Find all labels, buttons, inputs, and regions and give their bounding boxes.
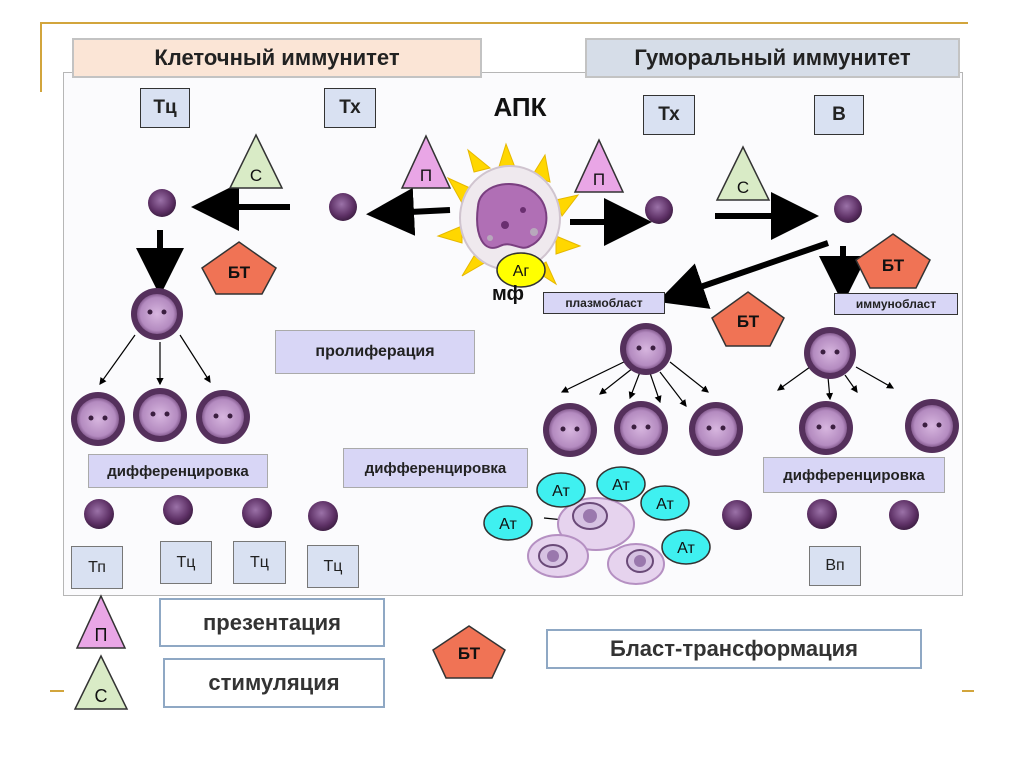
effector-cell	[689, 402, 743, 456]
endpoint-tc: Тц	[160, 541, 212, 584]
legend-blast-transformation: Бласт-трансформация	[546, 629, 922, 669]
small-cell	[148, 189, 176, 217]
effector-cell	[799, 401, 853, 455]
blast-pentagon	[711, 291, 785, 347]
antibody-label: Ат	[612, 477, 630, 494]
stimulation-label: С	[250, 166, 262, 185]
effector-cell	[133, 388, 187, 442]
apc-title: АПК	[493, 92, 547, 122]
blast-pentagon	[855, 233, 931, 289]
proliferation-box: пролиферация	[275, 330, 475, 374]
presentation-label: П	[593, 170, 605, 189]
antibody-ellipse	[596, 466, 646, 502]
presentation-triangles	[75, 134, 625, 649]
antibody-label: Ат	[552, 483, 570, 500]
stimulation-triangle	[73, 654, 129, 710]
stimulation-triangle	[228, 133, 284, 189]
small-cell	[163, 495, 193, 525]
blast-label: БТ	[737, 312, 760, 331]
presentation-label: П	[420, 166, 432, 185]
small-cell	[834, 195, 862, 223]
stimulation-triangles	[73, 133, 771, 710]
header-humoral-immunity: Гуморальный иммунитет	[585, 38, 960, 78]
antibody-ellipse	[640, 485, 690, 521]
stimulation-label: С	[737, 178, 749, 197]
arrow-apc-to-th-left	[366, 187, 451, 236]
legend-presentation: презентация	[159, 598, 385, 647]
decor-top-rule	[40, 22, 968, 24]
small-cell	[84, 499, 114, 529]
cell-label-th-left: Тх	[324, 88, 376, 128]
immunoblast-cell	[804, 327, 856, 379]
blast-pentagons	[201, 233, 931, 679]
effector-cell	[543, 403, 597, 457]
arrow-b-to-plasmoblast	[657, 240, 829, 309]
endpoint-tp: Тп	[71, 546, 123, 589]
small-cell	[889, 500, 919, 530]
blast-label: БТ	[458, 644, 481, 663]
antibody-ellipses	[483, 466, 711, 565]
small-cell	[242, 498, 272, 528]
presentation-triangle	[400, 134, 452, 189]
plasmoblast-label: плазмобласт	[543, 292, 665, 314]
macrophage-apc	[436, 142, 582, 286]
effector-cell	[196, 390, 250, 444]
decor-bottom-left-rule	[50, 690, 64, 692]
small-cell	[722, 500, 752, 530]
small-cell	[308, 501, 338, 531]
endpoint-vp: Вп	[809, 546, 861, 586]
differentiation-box-middle: дифференцировка	[343, 448, 528, 488]
stimulation-label: С	[95, 686, 108, 706]
decor-left-rule	[40, 22, 42, 92]
antibody-label: Ат	[499, 516, 517, 533]
cell-label-tc: Тц	[140, 88, 190, 128]
antibody-ellipse	[661, 529, 711, 565]
header-cellular-immunity: Клеточный иммунитет	[72, 38, 482, 78]
presentation-label: П	[95, 625, 108, 645]
small-cells	[84, 189, 919, 531]
presentation-triangle	[573, 138, 625, 193]
stimulation-triangle	[715, 145, 771, 201]
antibody-ellipse	[536, 472, 586, 508]
decor-bottom-right-rule	[962, 690, 974, 692]
effector-cell	[905, 399, 959, 453]
antibody-ellipse	[483, 505, 533, 541]
differentiation-box-right: дифференцировка	[763, 457, 945, 493]
antigen-circle	[496, 252, 546, 288]
macrophage-label: мф	[491, 283, 525, 305]
differentiation-box-left: дифференцировка	[88, 454, 268, 488]
antigen-label: Аг	[513, 263, 530, 280]
legend-stimulation: стимуляция	[163, 658, 385, 708]
small-cell	[645, 196, 673, 224]
small-cell	[329, 193, 357, 221]
plasma-cell-cluster	[527, 497, 665, 585]
blast-pentagon	[201, 241, 277, 295]
plasmoblast-cell	[620, 323, 672, 375]
blast-cell-left	[131, 288, 183, 340]
cell-label-b: В	[814, 95, 864, 135]
cell-label-th-right: Тх	[643, 95, 695, 135]
presentation-triangle	[75, 594, 127, 649]
antibody-label: Ат	[677, 540, 695, 557]
effector-cell	[614, 401, 668, 455]
big-cells	[71, 288, 959, 457]
immunoblast-label: иммунобласт	[834, 293, 958, 315]
blast-label: БТ	[228, 263, 251, 282]
endpoint-tc: Тц	[307, 545, 359, 588]
blast-pentagon	[432, 625, 506, 679]
endpoint-tc: Тц	[233, 541, 286, 584]
antibody-label: Ат	[656, 496, 674, 513]
blast-label: БТ	[882, 256, 905, 275]
small-cell	[807, 499, 837, 529]
effector-cell	[71, 392, 125, 446]
